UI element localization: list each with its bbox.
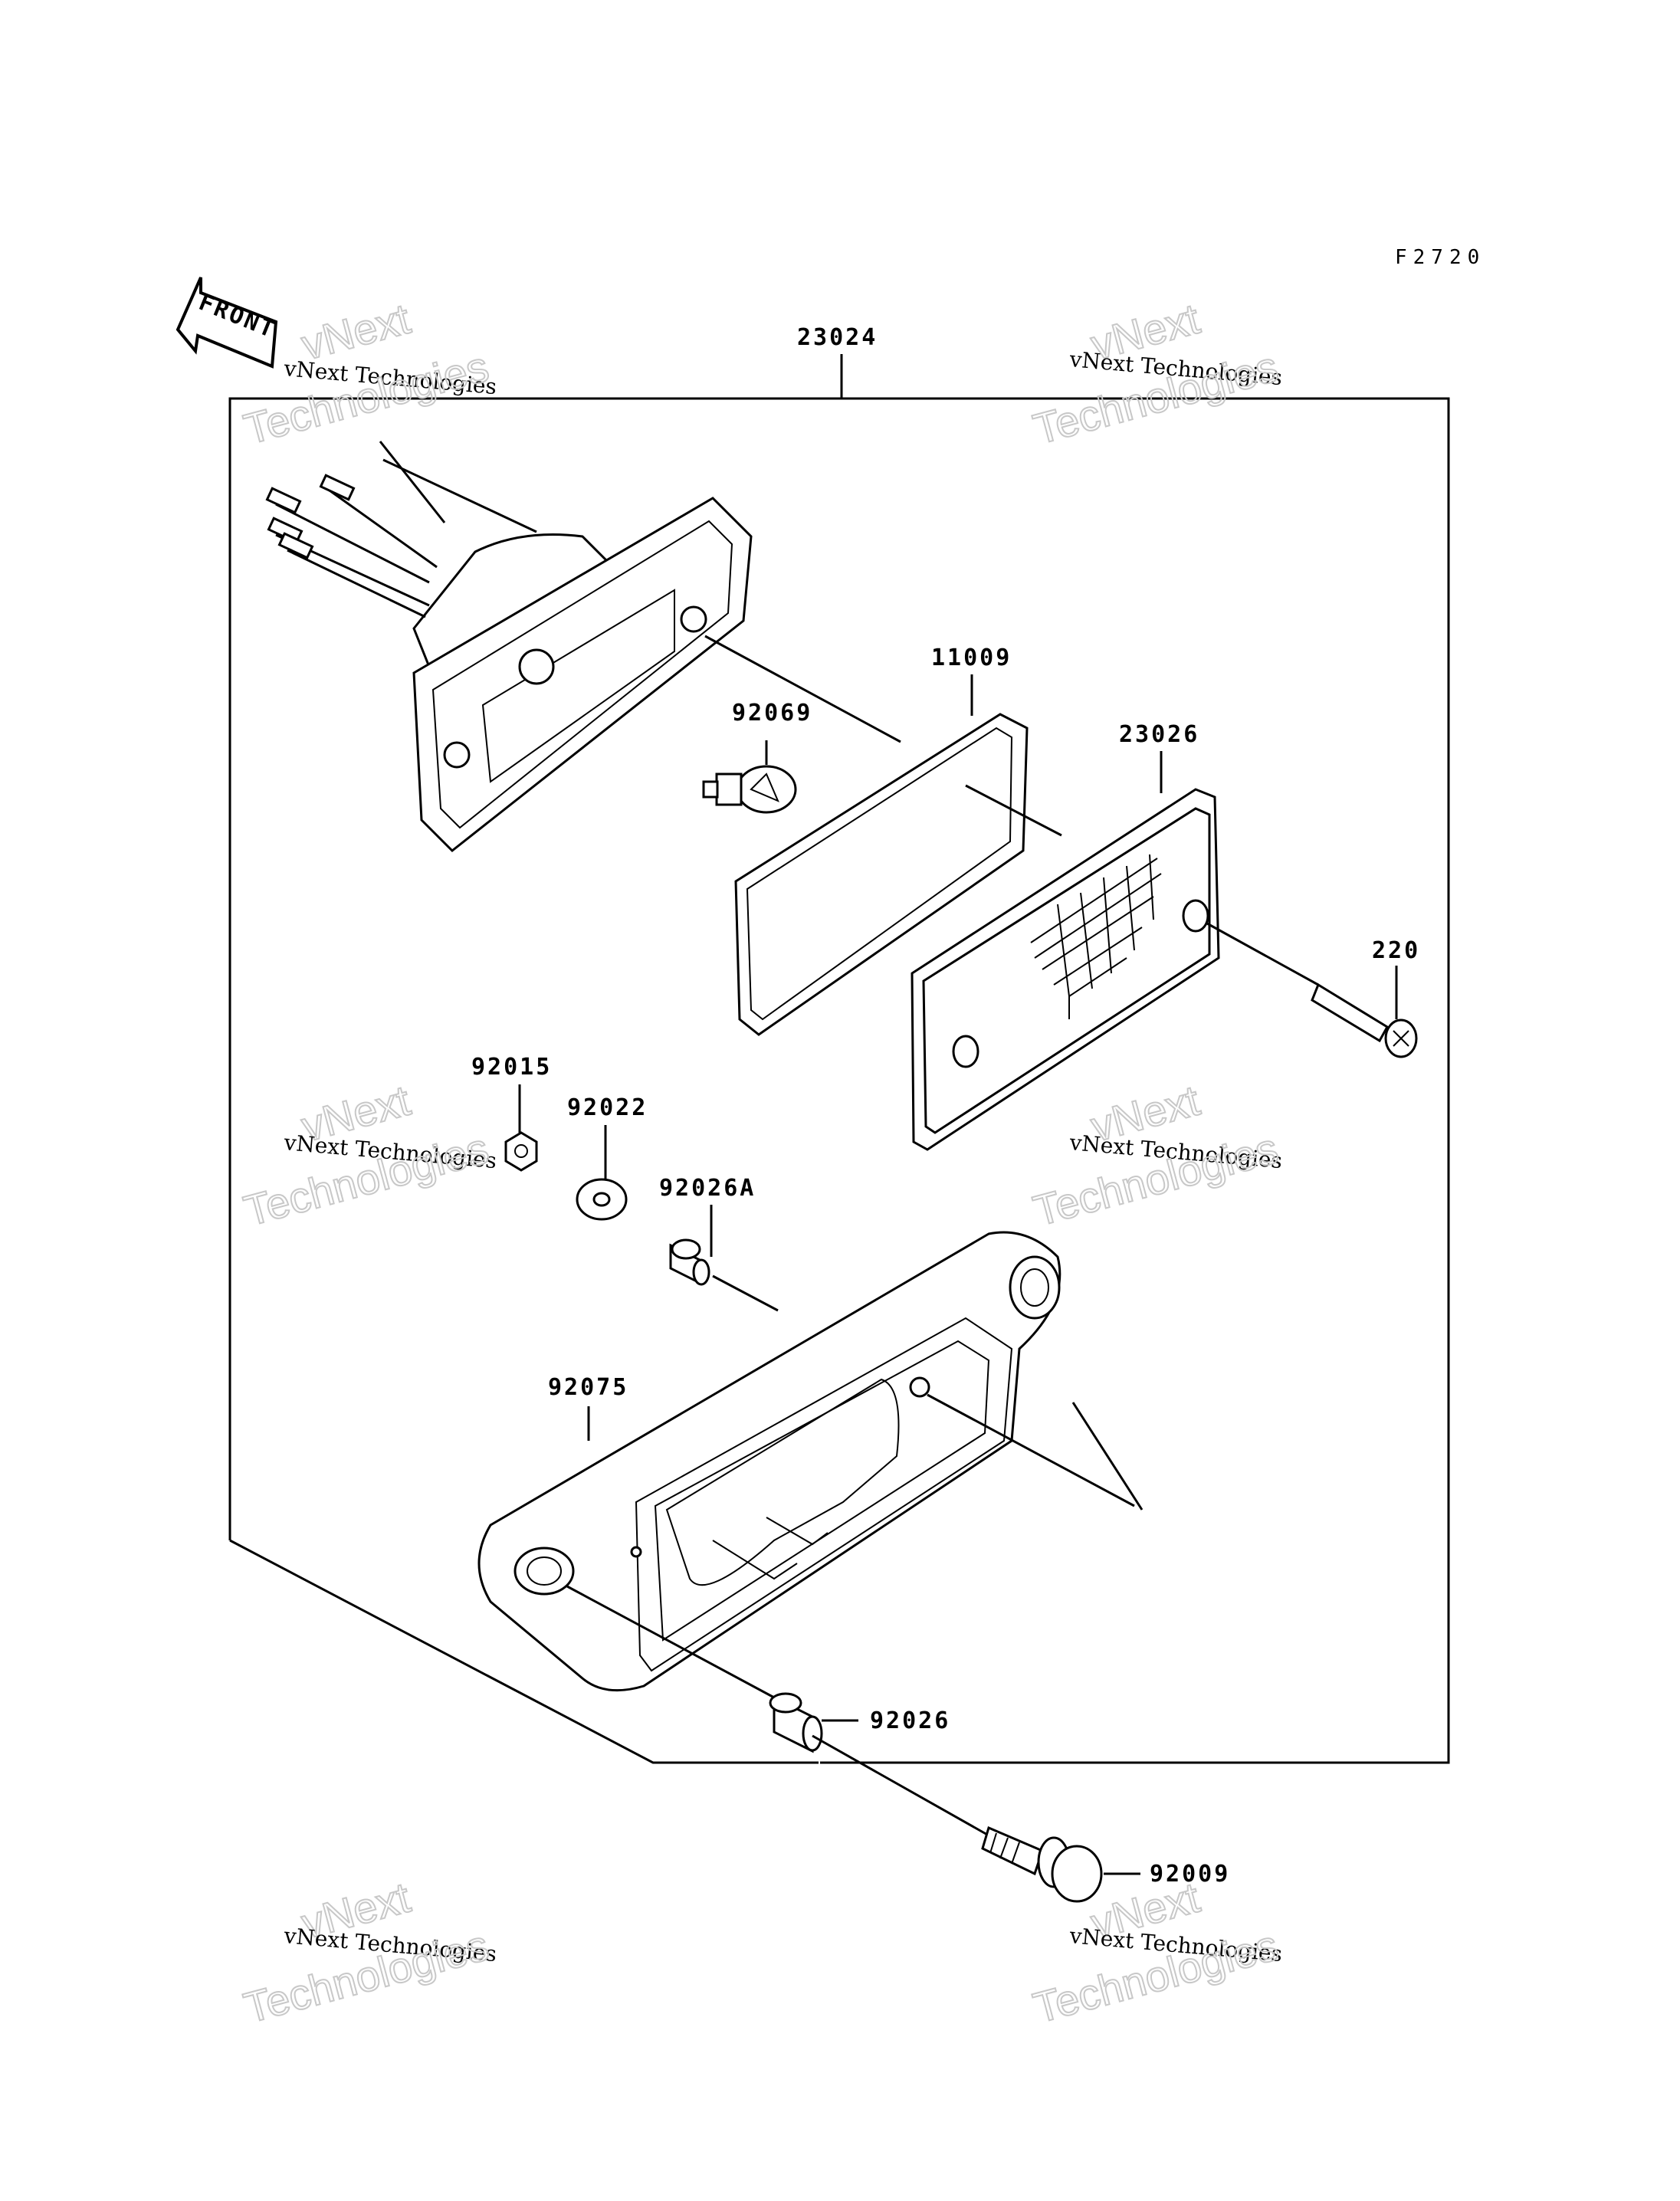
callout-92026a: 92026A: [659, 1175, 756, 1202]
callout-23026: 23026: [1119, 721, 1199, 748]
gasket: [734, 713, 1029, 1036]
callout-220: 220: [1372, 937, 1420, 964]
screw: [1311, 982, 1418, 1058]
bulb: [702, 765, 797, 814]
callout-23024: 23024: [797, 324, 878, 351]
figure-code: F2720: [1395, 246, 1485, 269]
washer: [576, 1178, 628, 1221]
lens-grid: [1030, 854, 1162, 1019]
bracket: [477, 1231, 1061, 1692]
watermark-4: vNext vNext Technologies Technologies: [1028, 1075, 1284, 1236]
svg-text:Technologies: Technologies: [239, 342, 494, 453]
callout-92069: 92069: [732, 700, 812, 727]
watermark-5: vNext vNext Technologies Technologies: [238, 1872, 498, 2033]
wire-leads: [265, 474, 438, 618]
callout-92075: 92075: [548, 1374, 628, 1401]
callout-92015: 92015: [471, 1054, 552, 1081]
taillight-housing: [265, 441, 753, 853]
collar-a: [669, 1238, 710, 1286]
callout-11009: 11009: [931, 645, 1012, 671]
callout-92009: 92009: [1150, 1861, 1230, 1888]
watermark-2: vNext vNext Technologies Technologies: [1028, 294, 1284, 454]
callout-92022: 92022: [567, 1094, 648, 1121]
bolt: [981, 1825, 1103, 1903]
lens: [911, 788, 1220, 1151]
watermark-3: vNext vNext Technologies Technologies: [238, 1075, 498, 1236]
front-arrow-icon: FRONT: [176, 277, 280, 369]
assembly-frame: [228, 354, 1450, 1764]
nut: [504, 1131, 538, 1172]
collar: [769, 1692, 823, 1753]
callout-92026: 92026: [870, 1707, 950, 1734]
